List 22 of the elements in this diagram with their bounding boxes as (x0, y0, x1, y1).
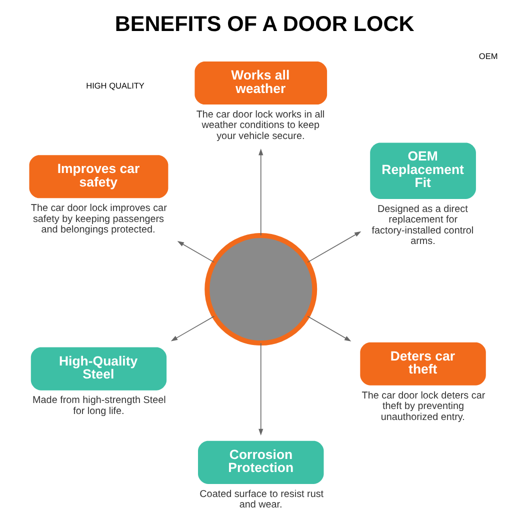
node-box: Corrosion Protection (198, 440, 324, 484)
label: HIGH QUALITY (86, 82, 144, 91)
arrow (177, 241, 215, 263)
arrow (258, 148, 264, 236)
node-box: Deters car theft (360, 342, 486, 386)
arrow (258, 342, 264, 436)
node-label: Designed as a direct replacement for factory-installed control arms. (372, 204, 474, 248)
arrow (307, 231, 362, 263)
node-box: Works all weather (194, 62, 328, 104)
arrow (307, 316, 352, 342)
label: OEM (478, 52, 498, 61)
node-circle (204, 233, 318, 346)
node-box: High-Quality Steel (30, 347, 167, 390)
node-label: The car door lock deters car theft by preventing unauthorized entry. (362, 390, 486, 423)
node-label: The car door lock works in all weather conditions to keep your vehicle secure. (196, 109, 325, 142)
node-label: Made from high-strength Steel for long life. (32, 395, 166, 417)
node-box: Improves car safety (29, 155, 168, 198)
node-label: Coated surface to resist rust and wear. (200, 488, 324, 511)
diagram-title: BENEFITS OF A DOOR LOCK (114, 12, 414, 36)
node-label: The car door lock improves car safety by keeping passengers and belongings protected. (30, 203, 167, 236)
node-box: OEM Replacement Fit (370, 142, 476, 199)
arrow (170, 316, 215, 342)
